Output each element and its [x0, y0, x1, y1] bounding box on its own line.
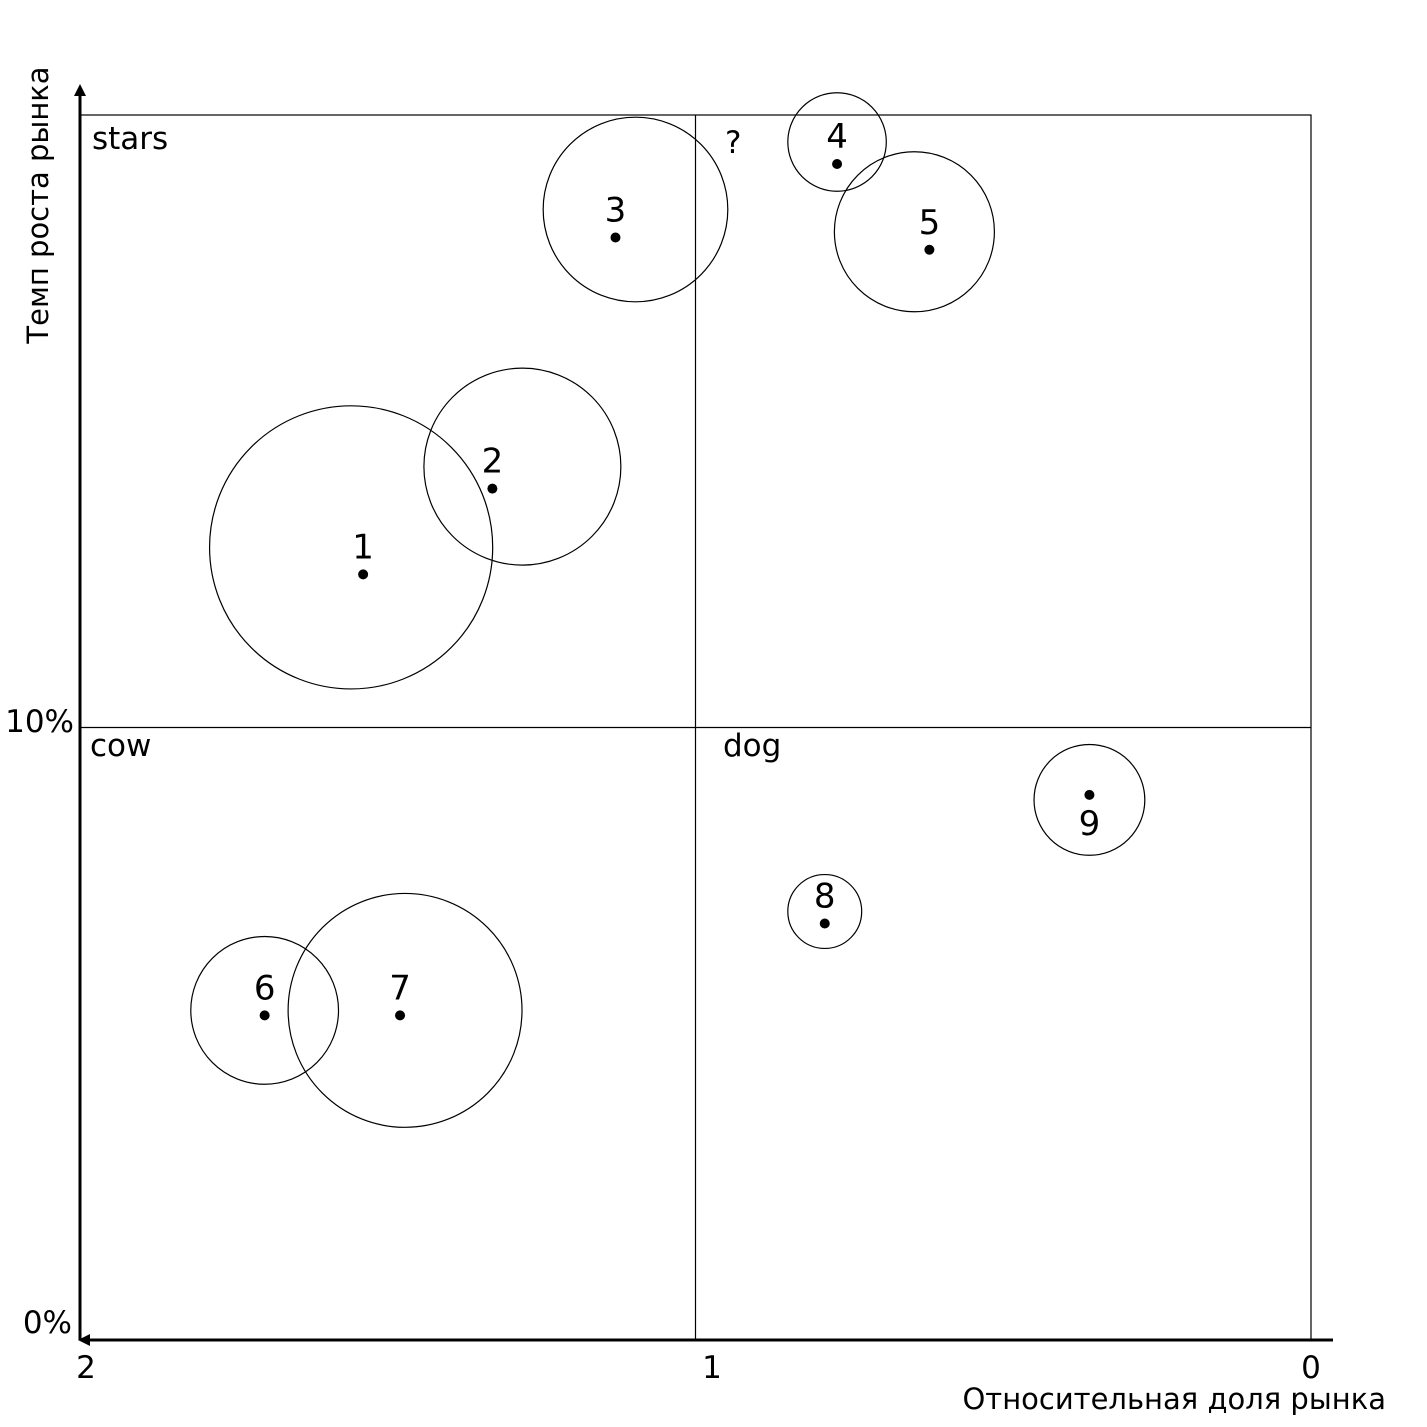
- bubble-point-4: [832, 159, 843, 169]
- x-tick-label-0: 0: [1301, 1350, 1321, 1386]
- quadrant-label-dog: dog: [723, 728, 781, 764]
- bubble-circle-7: [287, 892, 523, 1128]
- bubble-label-5: 5: [919, 203, 941, 243]
- bubble-label-8: 8: [814, 877, 836, 917]
- bubble-label-4: 4: [826, 117, 848, 157]
- y-tick-label-10: 10%: [5, 704, 74, 740]
- bubble-circle-9: [1033, 743, 1146, 856]
- bubble-point-1: [358, 569, 369, 580]
- quadrant-label-cow: cow: [90, 728, 151, 764]
- bubble-point-6: [259, 1010, 270, 1021]
- bubble-point-3: [610, 232, 621, 243]
- bubble-point-8: [819, 918, 830, 929]
- bubble-circle-6: [190, 935, 340, 1085]
- quadrant-label-question: ?: [725, 125, 741, 161]
- bubble-circle-4: [787, 92, 887, 192]
- bubble-circle-1: [208, 405, 494, 690]
- bubble-point-2: [487, 483, 498, 494]
- y-axis-title: Темп роста рынка: [21, 66, 55, 344]
- bubble-label-2: 2: [482, 442, 504, 482]
- bubble-series: 1 2 3 4 5 6 7 8 9: [190, 92, 1146, 1128]
- bubble-point-9: [1084, 789, 1095, 800]
- bubble-circle-8: [787, 873, 863, 950]
- quadrant-label-stars: stars: [92, 121, 168, 157]
- x-tick-label-1: 1: [702, 1350, 722, 1386]
- x-axis-title: Относительная доля рынка: [962, 1382, 1386, 1416]
- bubble-point-7: [395, 1010, 406, 1021]
- bubble-circle-5: [833, 151, 996, 313]
- y-tick-label-0: 0%: [23, 1305, 72, 1341]
- bubble-label-1: 1: [352, 527, 374, 567]
- bubble-circle-2: [423, 367, 622, 566]
- bubble-label-3: 3: [605, 191, 627, 231]
- bubble-label-7: 7: [389, 968, 411, 1008]
- bubble-point-5: [924, 244, 935, 255]
- x-tick-label-2: 2: [76, 1350, 96, 1386]
- bubble-circle-3: [542, 116, 729, 303]
- bubble-label-6: 6: [254, 968, 276, 1008]
- bubble-label-9: 9: [1079, 804, 1101, 844]
